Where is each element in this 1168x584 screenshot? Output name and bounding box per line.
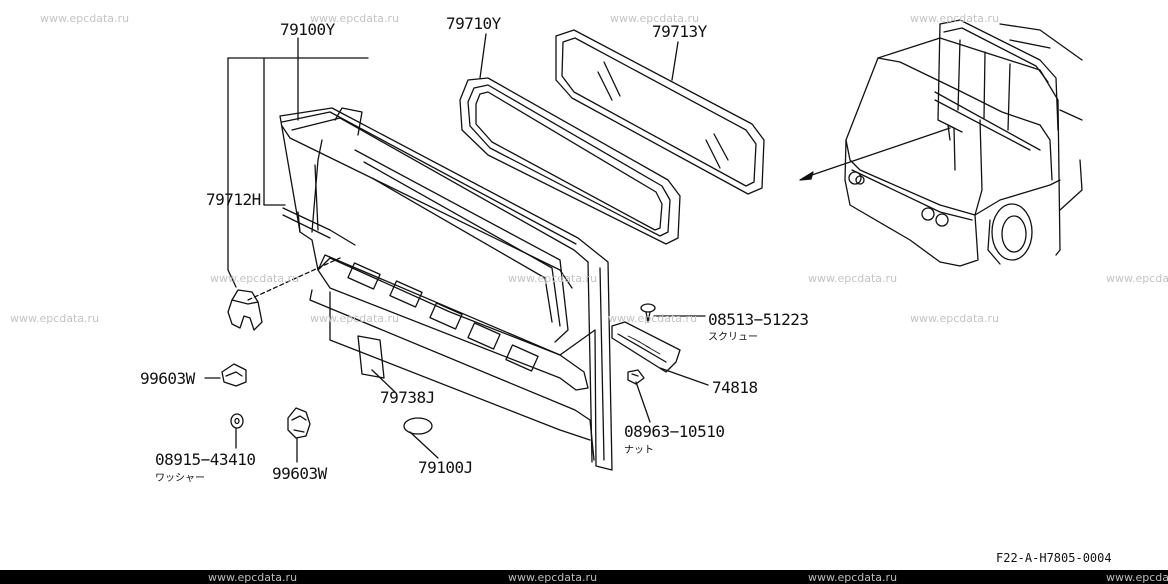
watermark: www.epcdata.ru (608, 312, 698, 325)
label-99603w-b: 99603W (272, 464, 327, 483)
label-sheet (357, 335, 385, 379)
clip-99603w-b (287, 407, 311, 439)
weatherstrip (459, 77, 681, 245)
watermark: www.epcdata.ru (508, 272, 598, 285)
watermark: www.epcdata.ru (808, 272, 898, 285)
watermark: www.epcdata.ru (40, 12, 130, 25)
watermark: www.epcdata.ru (508, 571, 598, 584)
bottom-bar (0, 570, 1168, 584)
trim-strip (611, 321, 681, 373)
label-08915-43410: 08915−43410 (155, 450, 256, 469)
watermark: www.epcdata.ru (910, 12, 1000, 25)
note-washer: ワッシャー (155, 473, 205, 484)
note-screw: スクリュー (708, 332, 758, 343)
label-74818: 74818 (712, 378, 758, 397)
watermark: www.epcdata.ru (808, 571, 898, 584)
label-79100j: 79100J (418, 458, 473, 477)
truck-illustration (844, 19, 1083, 267)
washer (230, 413, 244, 429)
door-panel (279, 107, 613, 471)
window-glass (555, 29, 765, 195)
watermark: www.epcdata.ru (10, 312, 100, 325)
leader-lines (204, 33, 951, 463)
label-08513-51223: 08513−51223 (708, 310, 809, 329)
screw (640, 303, 656, 323)
watermark: www.epcdata.ru (910, 312, 1000, 325)
watermark: www.epcdata.ru (1106, 571, 1168, 584)
diagram-code: F22-A-H7805-0004 (996, 551, 1112, 565)
label-79713y: 79713Y (652, 22, 707, 41)
watermark: www.epcdata.ru (208, 571, 298, 584)
arrow-head (799, 171, 814, 181)
label-79738j: 79738J (380, 388, 435, 407)
plug (403, 417, 433, 435)
label-79712h: 79712H (206, 190, 261, 209)
watermark: www.epcdata.ru (610, 12, 700, 25)
watermark: www.epcdata.ru (210, 272, 300, 285)
watermark: www.epcdata.ru (310, 12, 400, 25)
note-nut: ナット (624, 445, 654, 456)
watermark: www.epcdata.ru (1106, 272, 1168, 285)
label-99603w-a: 99603W (140, 369, 195, 388)
clip-99603w-a (221, 363, 247, 387)
watermark: www.epcdata.ru (310, 312, 400, 325)
nut (627, 369, 645, 385)
label-08963-10510: 08963−10510 (624, 422, 725, 441)
clip-79712h (227, 289, 263, 331)
label-79100y: 79100Y (280, 20, 335, 39)
label-79710y: 79710Y (446, 14, 501, 33)
